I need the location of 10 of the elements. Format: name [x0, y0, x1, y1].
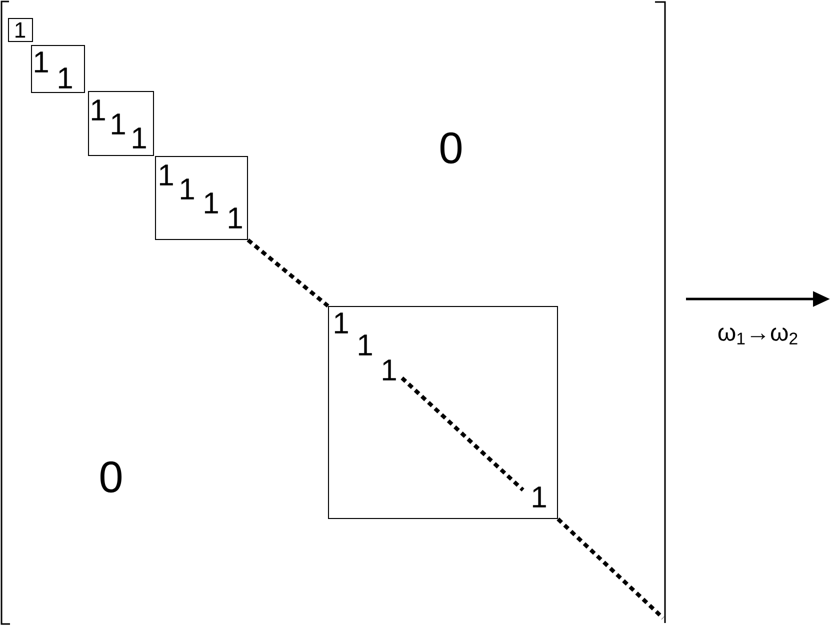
matrix-entry: 0 — [440, 132, 462, 164]
matrix-block: 1 1 — [31, 45, 85, 93]
matrix-block: 1 — [8, 18, 33, 42]
matrix-block: 1 1 1 1 — [328, 306, 558, 519]
arrow-label: ω$_{1}$→ω$_{2}$ — [718, 328, 798, 344]
dotted-line — [556, 518, 664, 620]
matrix-block: 1 1 1 — [88, 91, 154, 156]
matrix-block: 1 1 1 1 — [155, 156, 248, 240]
dotted-line — [246, 238, 330, 308]
matrix-entry: 0 — [100, 461, 122, 493]
